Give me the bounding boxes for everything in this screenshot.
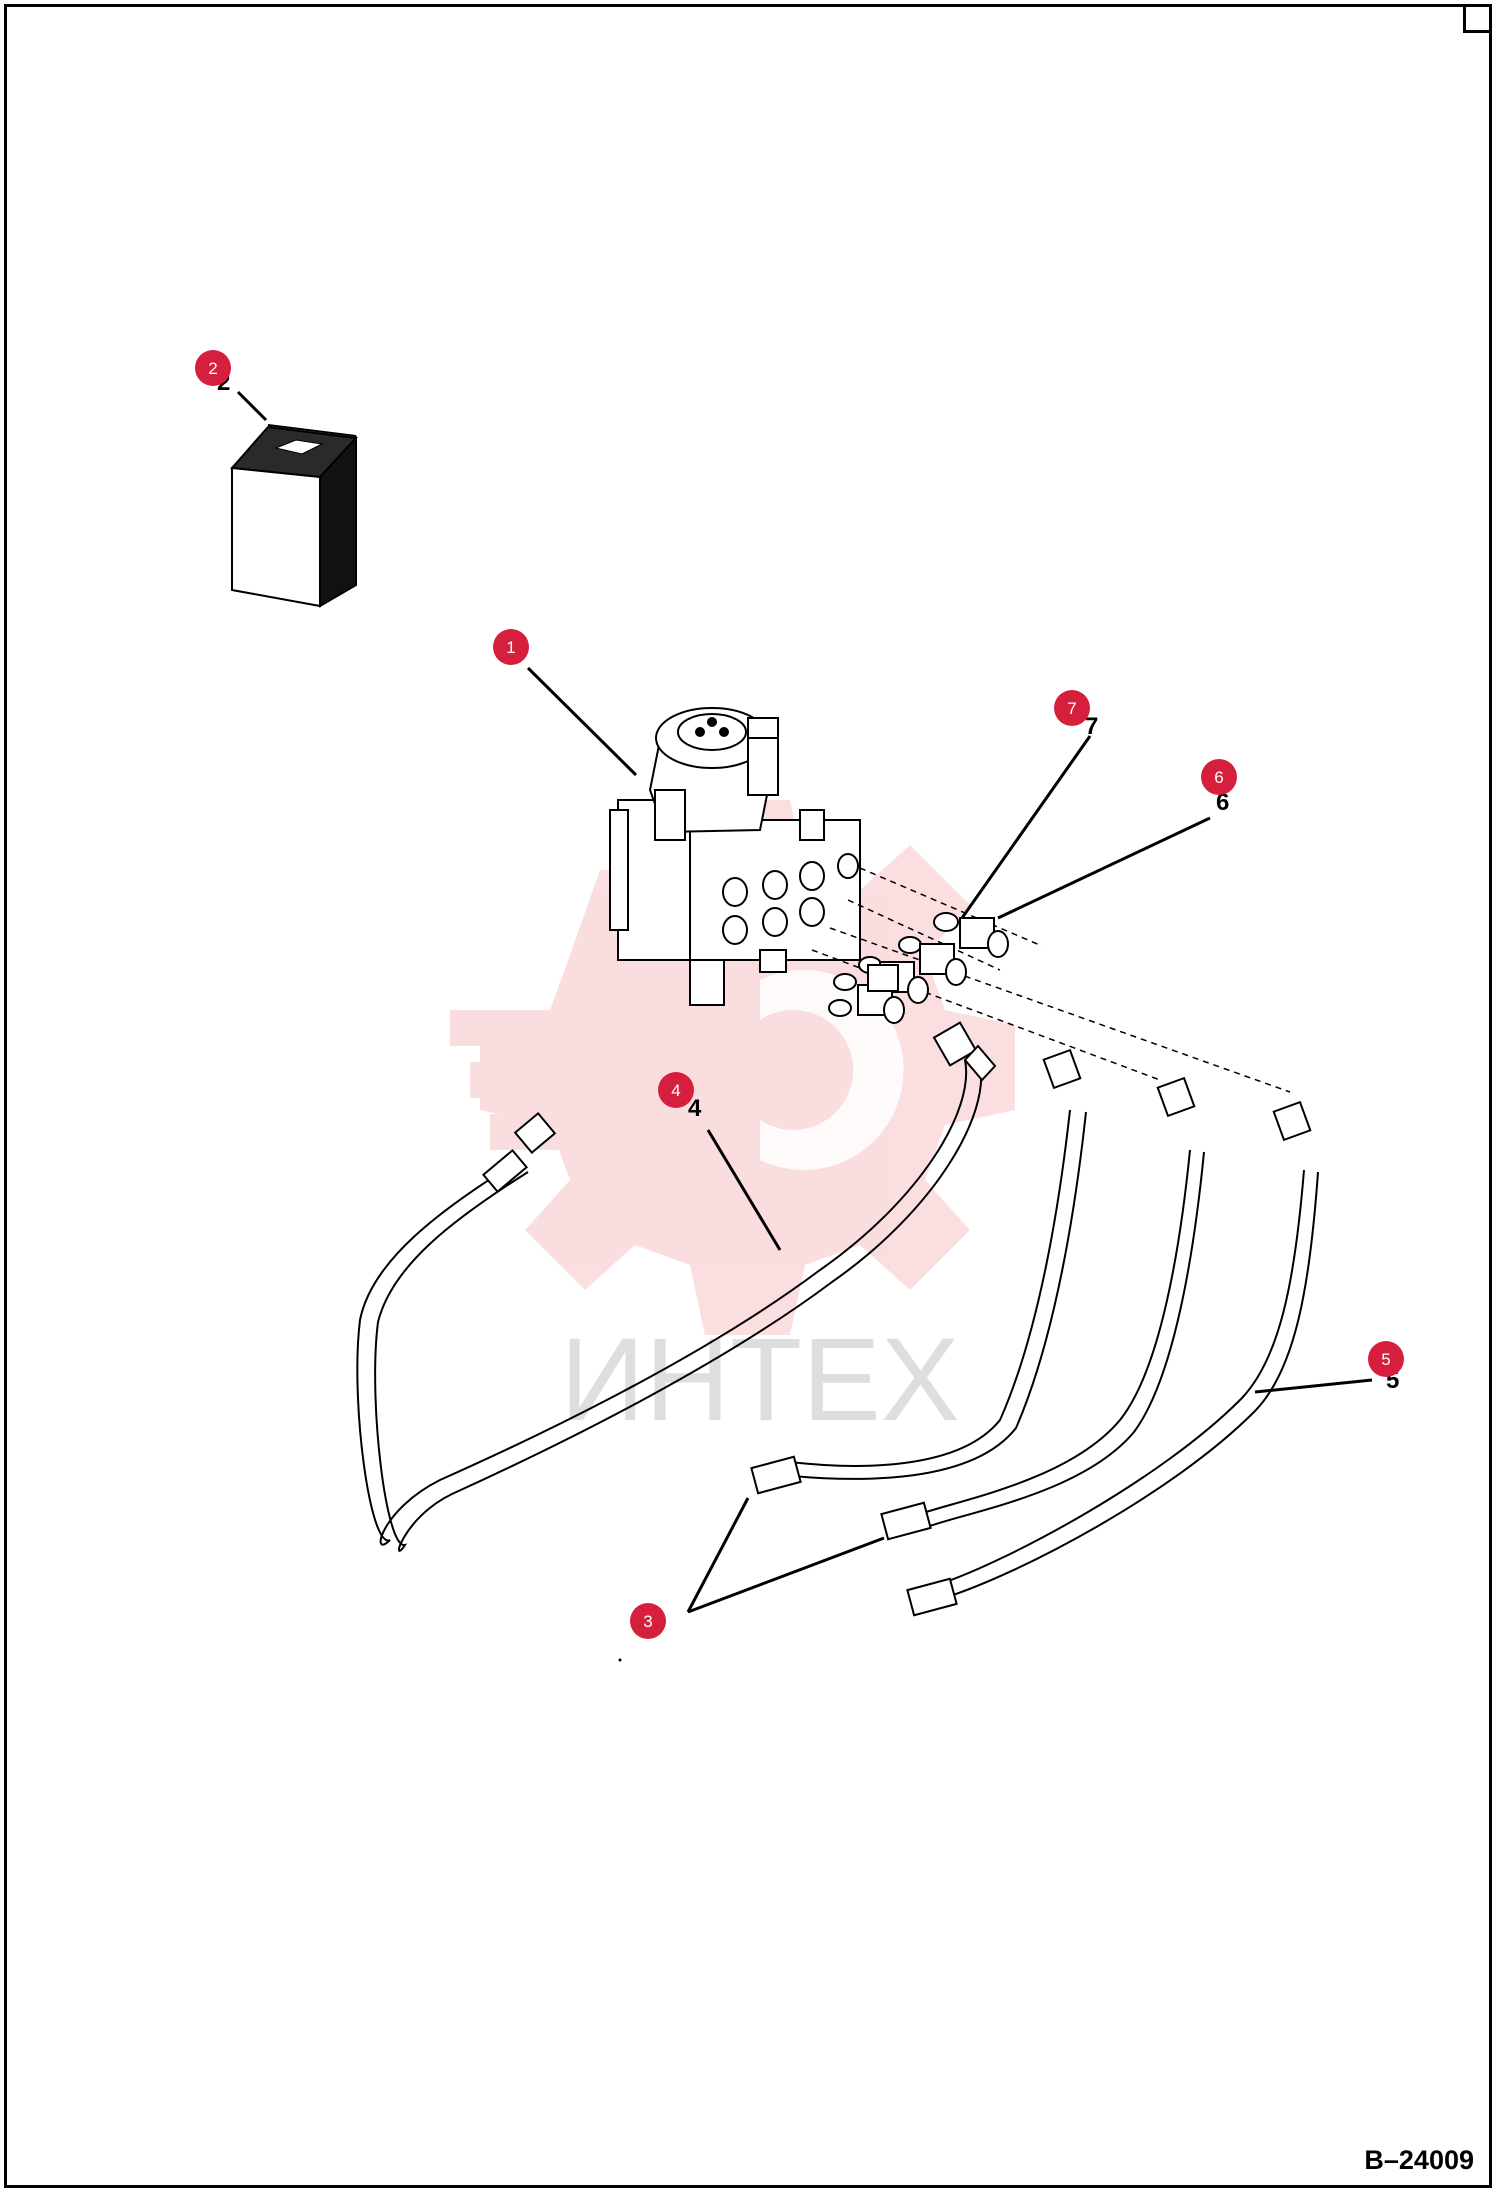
drawing-frame [4,4,1492,2188]
frame-corner-box [1463,7,1489,33]
svg-text:5: 5 [1381,1350,1390,1369]
leader-2 [236,390,268,422]
part-6-7-fittings [828,912,1009,1024]
leader-5 [1254,1378,1373,1394]
svg-text:4: 4 [671,1081,680,1100]
callout-badge-7[interactable]: 7 [1054,690,1090,726]
printed-number-6: 6 [1216,789,1229,816]
callout-badge-4[interactable]: 4 [658,1072,694,1108]
alignment-lines [811,867,1291,1093]
leader-3b [687,1536,885,1614]
svg-text:2: 2 [208,359,217,378]
watermark-text: ИНТЕХ [560,1314,960,1446]
svg-text:6: 6 [1214,768,1223,787]
svg-text:1: 1 [506,638,515,657]
printed-number-4: 4 [688,1095,702,1122]
leader-1 [526,666,638,777]
leader-6 [997,816,1211,920]
leader-7 [960,735,1092,919]
hoses [356,1059,1319,1599]
callout-badge-3[interactable]: 3 [630,1603,666,1639]
leader-4 [706,1129,782,1251]
watermark-inner [760,970,904,1170]
printed-number-7: 7 [1085,713,1098,740]
callout-badge-6[interactable]: 6 [1201,759,1237,795]
callout-badge-1[interactable]: 1 [493,629,529,665]
stray-dot [618,1658,622,1662]
callout-badge-5[interactable]: 5 [1368,1341,1404,1377]
part-2-block [229,424,359,608]
leader-3a [686,1497,750,1613]
hose-end-fittings [481,1021,1312,1617]
drawing-code-label: B–24009 [1364,2145,1474,2175]
callout-badge-2[interactable]: 2 [195,350,231,386]
svg-text:3: 3 [643,1612,652,1631]
svg-text:7: 7 [1067,699,1076,718]
part-1-control-valve [609,707,861,1006]
